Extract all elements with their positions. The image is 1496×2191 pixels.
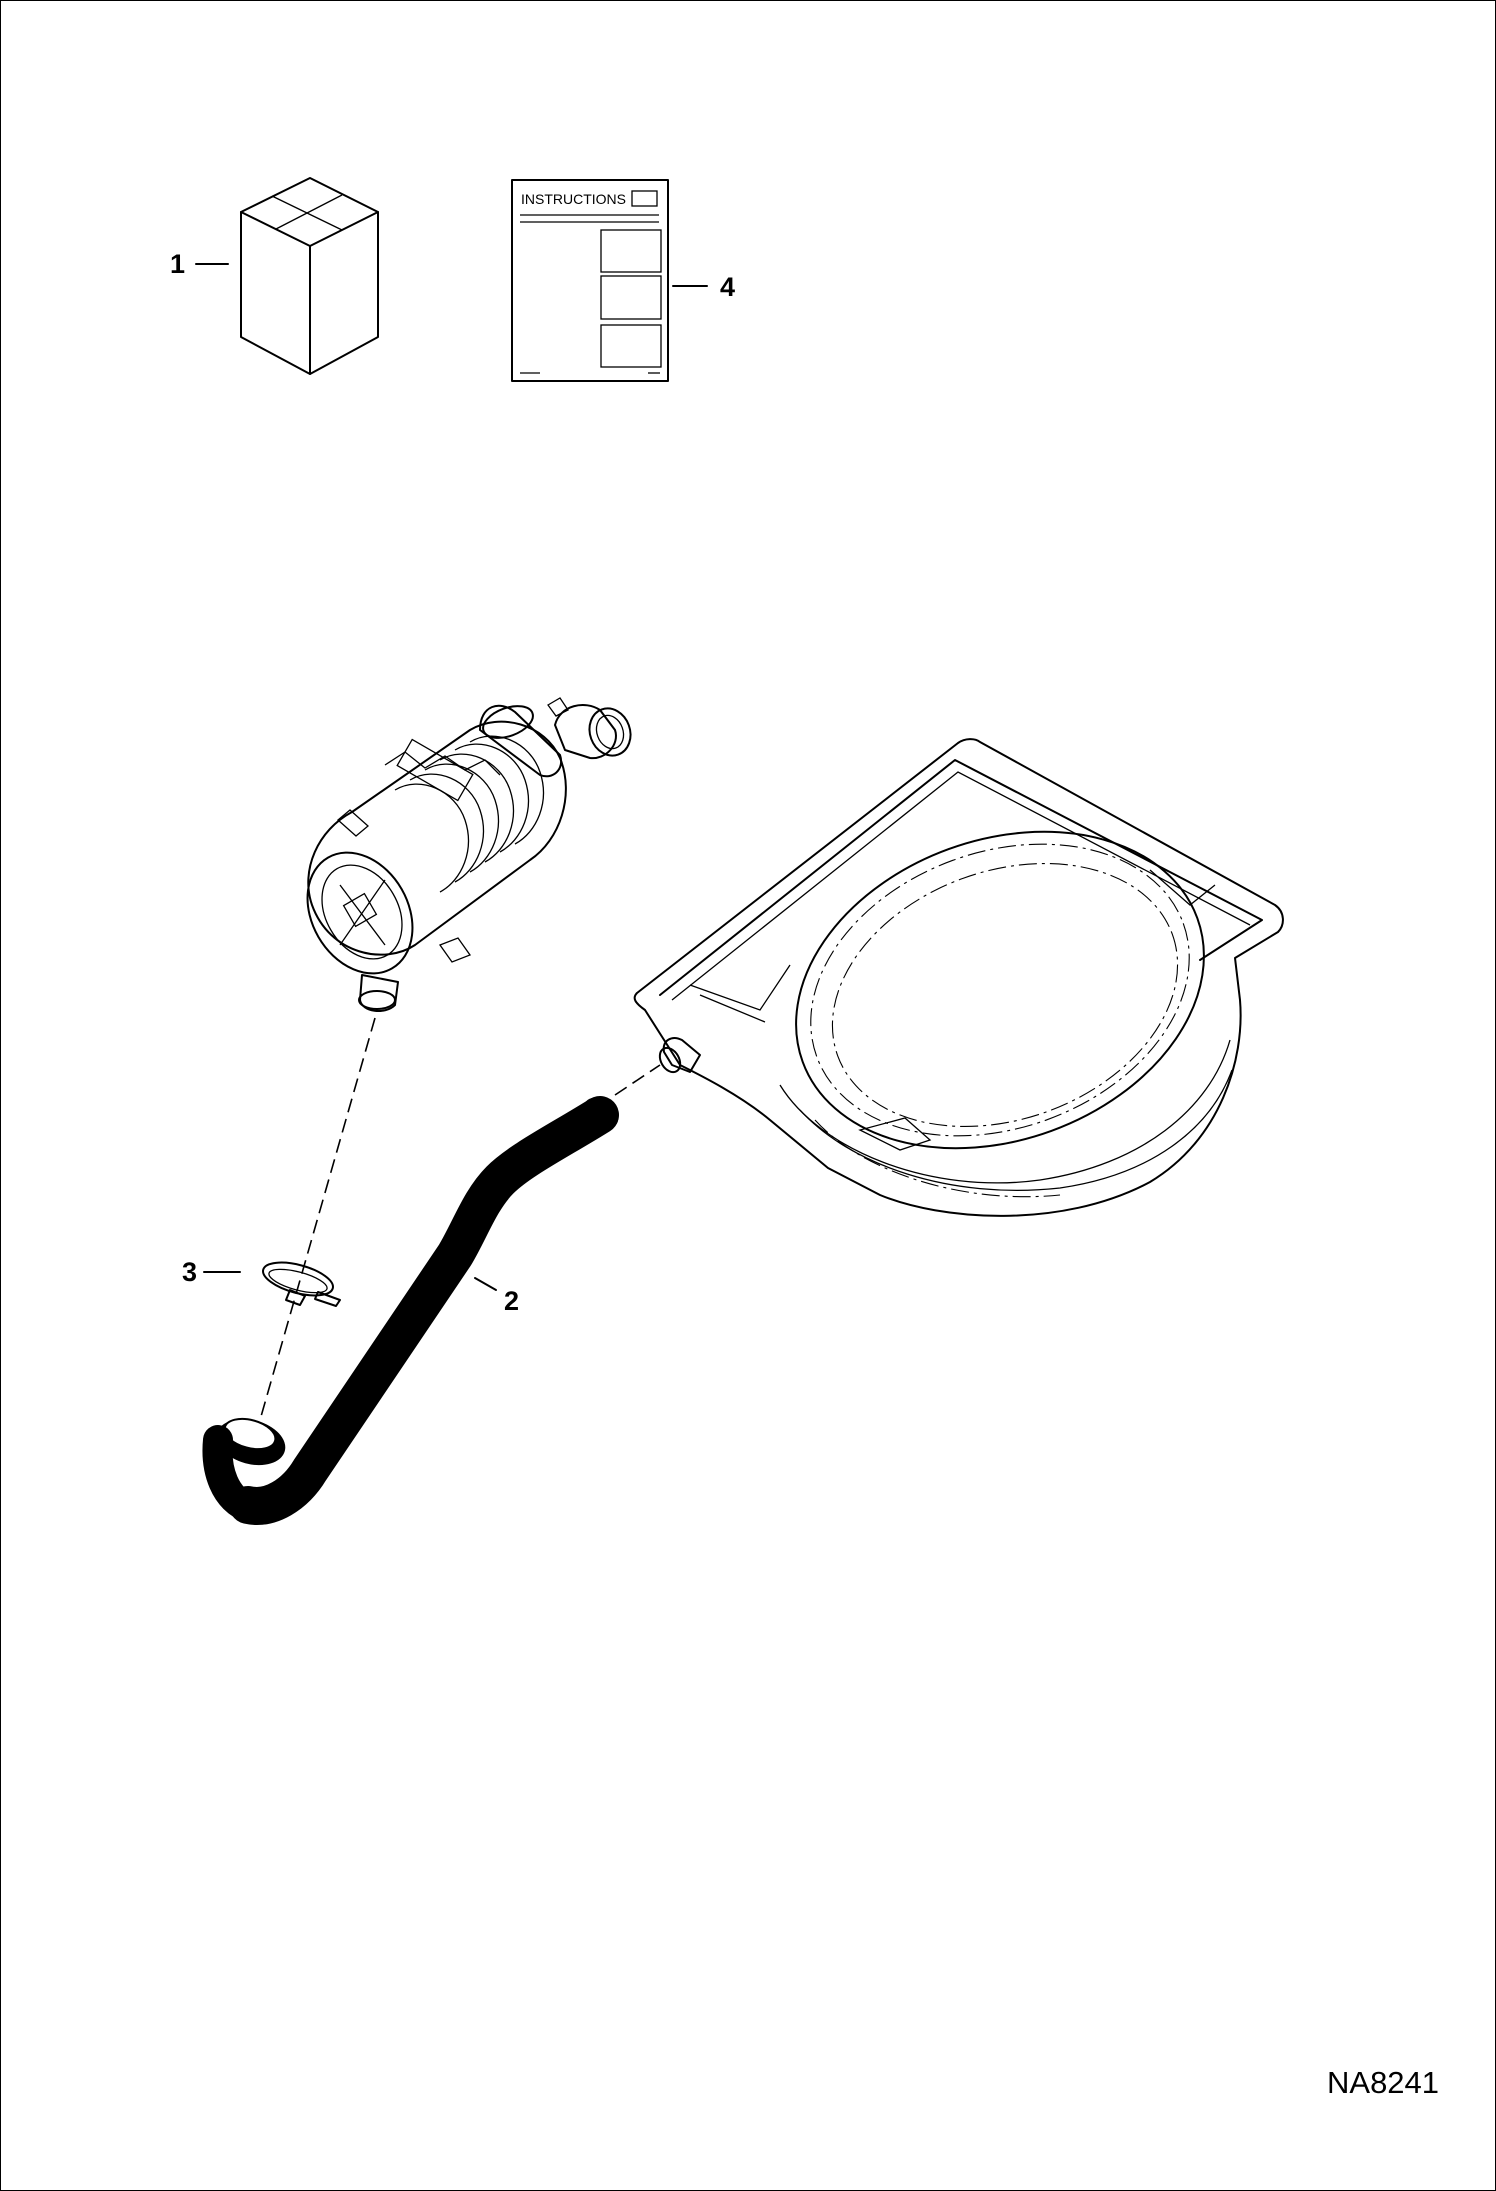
hose-clamp [262,1261,341,1307]
assembly-line-hose-to-shroud [614,1064,661,1096]
callout-3: 3 [182,1257,197,1287]
callout-1: 1 [170,249,185,279]
instructions-sheet: INSTRUCTIONS [511,179,669,382]
fan-shroud [633,738,1284,1217]
air-cleaner-assembly [306,697,632,1012]
hose [202,1096,619,1525]
kit-box [240,177,379,375]
callout-4: 4 [720,272,735,302]
instructions-title: INSTRUCTIONS [521,191,626,207]
assembly-line-hose-to-cleaner [259,1017,376,1421]
callout-2: 2 [504,1286,519,1316]
drawing-number: NA8241 [1327,2065,1439,2100]
leader-line-2 [474,1277,497,1291]
